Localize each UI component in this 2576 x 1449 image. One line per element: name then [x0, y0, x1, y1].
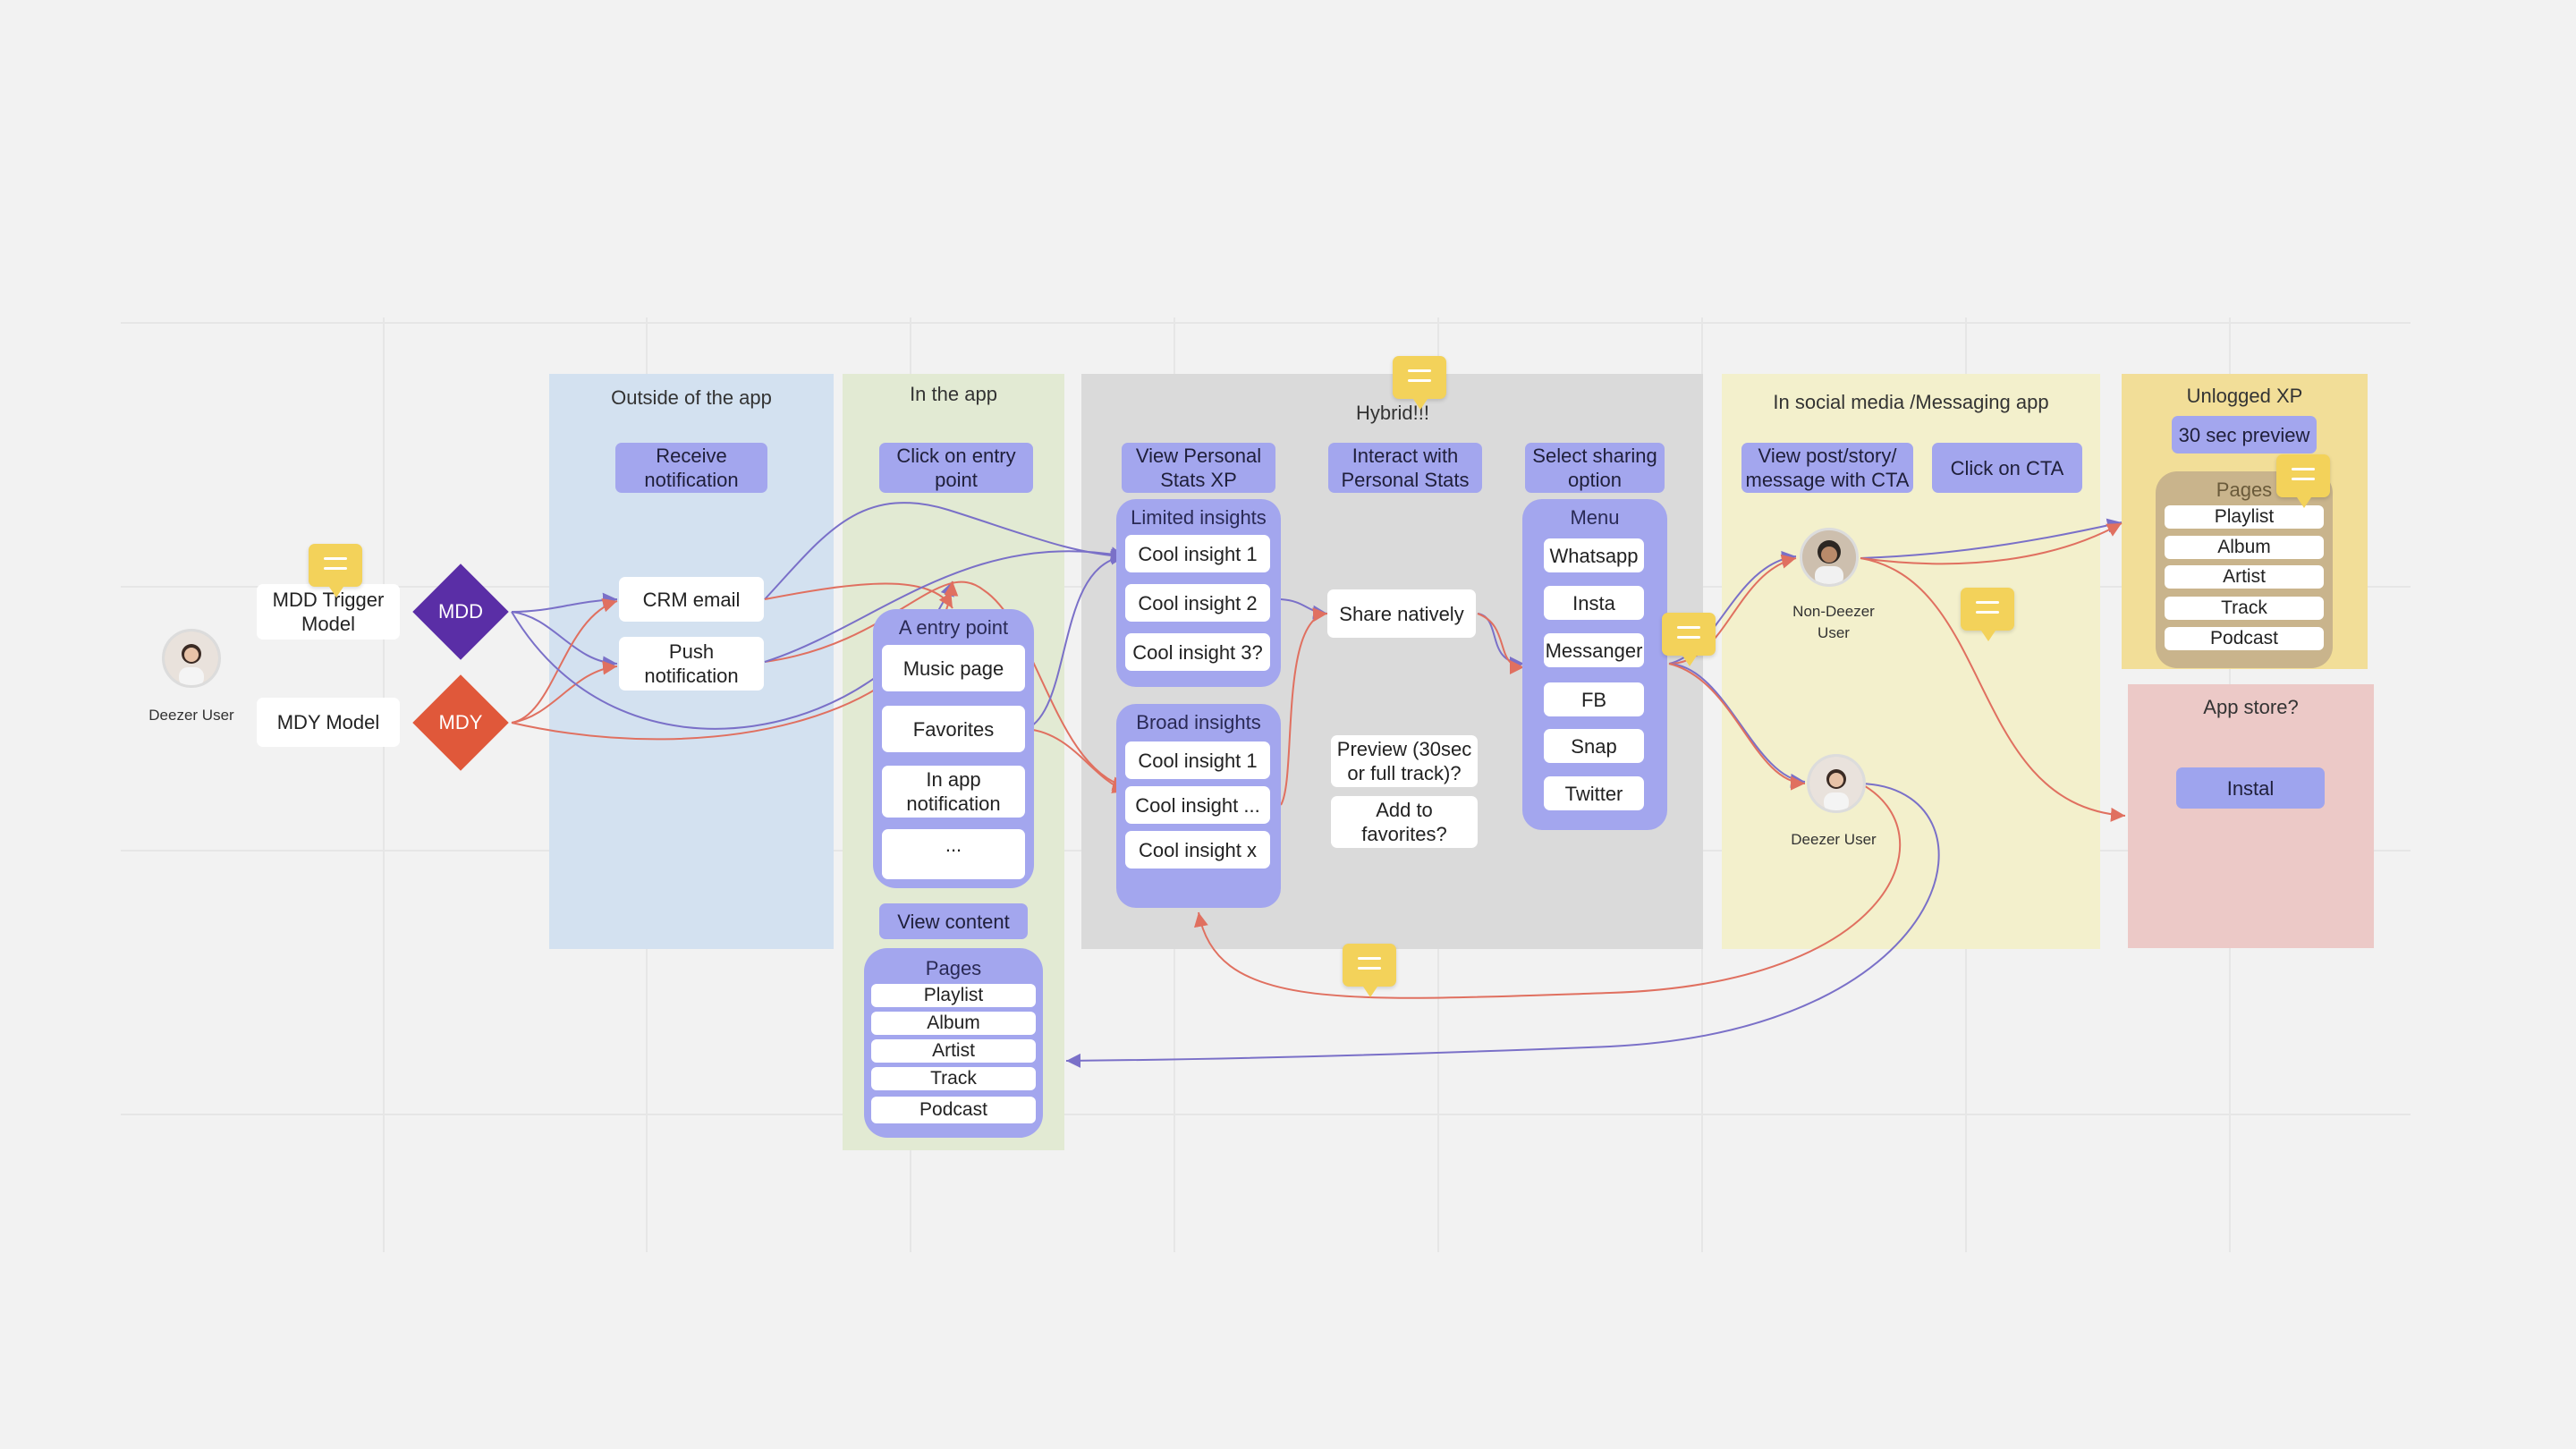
entry-point-title: A entry point — [898, 616, 1009, 639]
view-content-step[interactable]: View content — [879, 903, 1028, 939]
edge-nondeezer-appstore — [1860, 557, 2126, 822]
edge-push-broad — [764, 580, 1128, 791]
crm-email-card[interactable]: CRM email — [619, 577, 764, 622]
limited-insight-3[interactable]: Cool insight 3? — [1125, 633, 1270, 671]
pages-inapp-playlist[interactable]: Playlist — [871, 984, 1036, 1007]
entry-music-page[interactable]: Music page — [882, 645, 1025, 691]
pages-unlogged-title: Pages — [2216, 479, 2273, 501]
edge-deezer-broad — [1194, 783, 1902, 999]
limited-insights-title: Limited insights — [1131, 506, 1267, 529]
lane-title-social: In social media /Messaging app — [1773, 391, 2049, 413]
broad-insight-x[interactable]: Cool insight x — [1125, 831, 1270, 869]
share-fb[interactable]: FB — [1544, 682, 1644, 716]
mdy-label: MDY — [438, 711, 483, 733]
entry-more[interactable]: ... — [882, 829, 1025, 879]
pages-inapp-album[interactable]: Album — [871, 1012, 1036, 1035]
add-favorites-card[interactable]: Add to favorites? — [1331, 796, 1478, 848]
interact-personal-stats-step[interactable]: Interact with Personal Stats — [1328, 443, 1482, 493]
person-photo-icon — [1809, 757, 1863, 810]
preview-30sec-step[interactable]: 30 sec preview — [2172, 416, 2317, 453]
pages-unlogged-album[interactable]: Album — [2165, 536, 2324, 559]
lane-title-inapp: In the app — [910, 383, 997, 405]
deezer-user-right-avatar[interactable] — [1807, 754, 1866, 813]
limited-insight-2[interactable]: Cool insight 2 — [1125, 584, 1270, 622]
edge-menu-deezer — [1668, 663, 1806, 788]
broad-insights-group: Broad insights Cool insight 1 Cool insig… — [1116, 704, 1281, 908]
entry-in-app-notification[interactable]: In app notification — [882, 766, 1025, 818]
edge-broad-share — [1280, 607, 1328, 806]
pages-inapp-podcast[interactable]: Podcast — [871, 1097, 1036, 1123]
lane-title-unlogged: Unlogged XP — [2186, 385, 2303, 407]
mdd-label: MDD — [437, 600, 484, 623]
edge-nondeezer-unlogged-2 — [1860, 522, 2123, 565]
comment-icon[interactable] — [1393, 356, 1446, 410]
share-whatsapp[interactable]: Whatsapp — [1544, 538, 1644, 572]
comment-icon[interactable] — [2276, 454, 2330, 508]
pages-inapp-title: Pages — [925, 957, 982, 979]
edge-crm-limited — [764, 502, 1126, 600]
install-step[interactable]: Instal — [2176, 767, 2325, 809]
broad-insights-title: Broad insights — [1136, 711, 1261, 733]
comment-icon[interactable] — [1662, 613, 1716, 666]
share-menu-title: Menu — [1570, 506, 1620, 529]
view-post-step[interactable]: View post/story/ message with CTA — [1741, 443, 1913, 493]
broad-insight-2[interactable]: Cool insight ... — [1125, 786, 1270, 824]
comment-icon[interactable] — [309, 544, 362, 597]
share-snap[interactable]: Snap — [1544, 729, 1644, 763]
entry-point-group: A entry point Music page Favorites In ap… — [873, 609, 1034, 888]
view-personal-stats-step[interactable]: View Personal Stats XP — [1122, 443, 1275, 493]
click-cta-step[interactable]: Click on CTA — [1932, 443, 2082, 493]
share-messanger[interactable]: Messanger — [1544, 633, 1644, 667]
share-natively-card[interactable]: Share natively — [1327, 589, 1476, 638]
edge-deezer-pages — [1065, 783, 1940, 1068]
non-deezer-user-avatar[interactable] — [1800, 528, 1859, 587]
mdy-model-card[interactable]: MDY Model — [257, 698, 400, 747]
pages-unlogged-artist[interactable]: Artist — [2165, 565, 2324, 589]
non-deezer-user-label: Non-Deezer User — [1792, 603, 1875, 641]
push-notification-card[interactable]: Push notification — [619, 637, 764, 691]
deezer-user-left-avatar[interactable] — [162, 629, 221, 688]
receive-notification-step[interactable]: Receive notification — [615, 443, 767, 493]
pages-inapp-group: Pages Playlist Album Artist Track Podcas… — [864, 948, 1043, 1138]
edge-menu-deezer-2 — [1668, 663, 1806, 791]
edge-share-menu-2 — [1477, 613, 1525, 674]
pages-inapp-artist[interactable]: Artist — [871, 1039, 1036, 1063]
grid-line — [121, 1114, 2411, 1115]
person-photo-icon — [165, 631, 218, 685]
lane-title-outside: Outside of the app — [611, 386, 772, 409]
grid-line — [121, 322, 2411, 324]
comment-icon[interactable] — [1343, 944, 1396, 997]
edge-mdy-push — [511, 660, 618, 724]
edge-mdy-crm — [511, 597, 618, 724]
edge-push-limited — [764, 547, 1126, 663]
preview-question-card[interactable]: Preview (30sec or full track)? — [1331, 735, 1478, 787]
comment-icon[interactable] — [1961, 588, 2014, 641]
edge-nondeezer-unlogged — [1860, 518, 2123, 559]
limited-insights-group: Limited insights Cool insight 1 Cool ins… — [1116, 499, 1281, 687]
grid-line — [383, 318, 385, 1252]
lane-title-appstore: App store? — [2203, 696, 2299, 718]
broad-insight-1[interactable]: Cool insight 1 — [1125, 741, 1270, 779]
click-entry-point-step[interactable]: Click on entry point — [879, 443, 1033, 493]
mdd-trigger-model-card[interactable]: MDD Trigger Model — [257, 584, 400, 640]
edge-crm-entry — [764, 582, 953, 609]
edge-limited-share — [1280, 598, 1328, 620]
share-insta[interactable]: Insta — [1544, 586, 1644, 620]
entry-favorites[interactable]: Favorites — [882, 706, 1025, 752]
edge-favorites-limited — [1026, 550, 1126, 730]
lane-app-store[interactable] — [2128, 684, 2374, 948]
select-sharing-option-step[interactable]: Select sharing option — [1525, 443, 1665, 493]
person-photo-icon — [1802, 530, 1856, 584]
deezer-user-right-label: Deezer User — [1791, 831, 1877, 848]
deezer-user-left-label: Deezer User — [148, 707, 234, 724]
pages-unlogged-podcast[interactable]: Podcast — [2165, 627, 2324, 650]
limited-insight-1[interactable]: Cool insight 1 — [1125, 535, 1270, 572]
share-twitter[interactable]: Twitter — [1544, 776, 1644, 810]
pages-unlogged-track[interactable]: Track — [2165, 597, 2324, 620]
share-menu-group: Menu Whatsapp Insta Messanger FB Snap Tw… — [1522, 499, 1667, 830]
pages-unlogged-playlist[interactable]: Playlist — [2165, 505, 2324, 529]
edge-favorites-broad — [1026, 728, 1128, 793]
pages-inapp-track[interactable]: Track — [871, 1067, 1036, 1090]
